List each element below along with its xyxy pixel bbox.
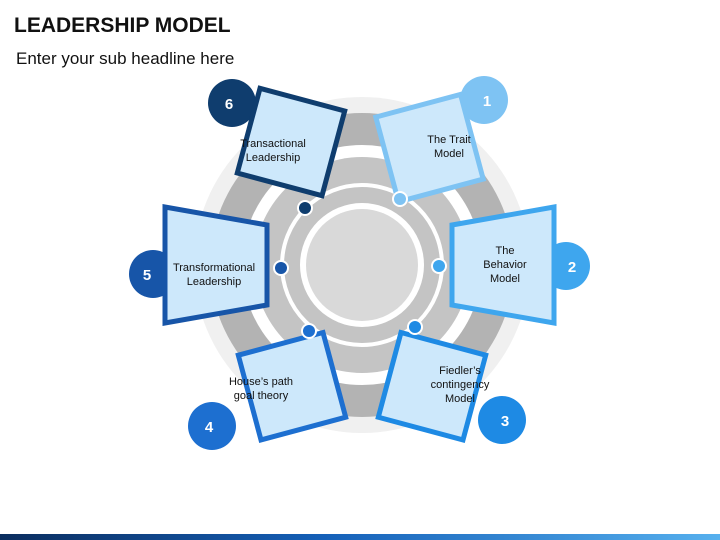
model-shape: [162, 204, 270, 326]
item-number: 3: [501, 413, 509, 430]
item-number: 5: [143, 267, 151, 284]
item-number: 1: [483, 93, 491, 110]
item-number: 6: [225, 96, 233, 113]
number-tab: [478, 396, 526, 444]
item-number: 4: [205, 419, 214, 436]
number-tab: [208, 79, 256, 127]
connector-dot: [409, 321, 421, 333]
page-subtitle: Enter your sub headline here: [16, 49, 235, 68]
model-shape: [375, 329, 489, 443]
bottom-accent-bar: [0, 534, 720, 540]
model-shape: [234, 85, 348, 199]
connector-dot: [299, 202, 311, 214]
connector-dot: [433, 260, 445, 272]
connector-dot: [303, 325, 315, 337]
number-tab: [460, 76, 508, 124]
number-tab: [188, 402, 236, 450]
page-title: LEADERSHIP MODEL: [14, 14, 231, 37]
connector-dot: [275, 262, 287, 274]
model-shape: [235, 329, 349, 443]
model-shape: [372, 91, 487, 205]
center-circle: [306, 209, 418, 321]
item-number: 2: [568, 259, 576, 276]
connector-dot: [394, 193, 406, 205]
model-shape: [449, 204, 557, 326]
